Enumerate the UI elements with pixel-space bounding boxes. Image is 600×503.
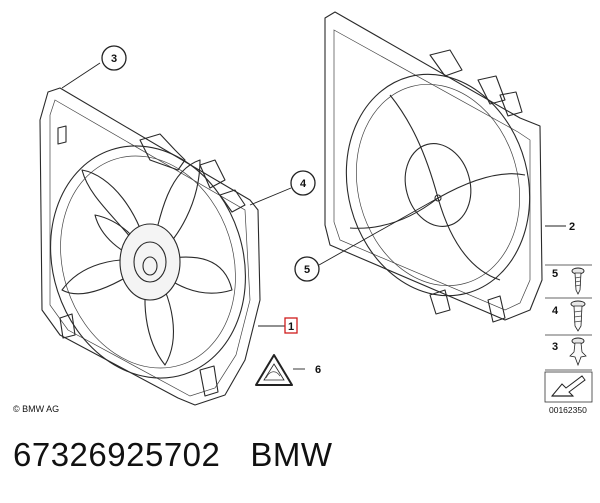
svg-text:2: 2 [569, 221, 575, 233]
fan-shroud-assembly [39, 87, 261, 406]
parts-diagram: 3 4 5 2 1 6 5 4 [39, 11, 593, 406]
brand-name: BMW [250, 436, 333, 473]
warning-label-icon [255, 354, 293, 386]
arrow-symbol-icon [550, 375, 586, 397]
screw-5-icon [571, 267, 585, 295]
diagram-number: 00162350 [549, 405, 587, 415]
callout-4: 4 [290, 170, 316, 196]
copyright-text: © BMW AG [13, 404, 60, 414]
fastener-legend: 5 4 3 [544, 264, 593, 403]
svg-text:6: 6 [315, 364, 321, 376]
fan-frame [324, 11, 543, 323]
legend-label-5: 5 [552, 268, 558, 280]
legend-label-4: 4 [552, 305, 559, 317]
svg-text:5: 5 [304, 264, 310, 276]
callout-1: 1 [284, 317, 298, 334]
svg-text:1: 1 [288, 321, 294, 333]
legend-label-3: 3 [552, 341, 558, 353]
callout-2: 2 [569, 221, 575, 233]
svg-text:4: 4 [300, 178, 307, 190]
clip-3-icon [569, 337, 587, 367]
svg-text:3: 3 [111, 53, 117, 65]
part-number: 67326925702 [13, 436, 221, 473]
callout-6: 6 [315, 364, 321, 376]
callout-3: 3 [101, 45, 127, 71]
callout-5: 5 [294, 256, 320, 282]
screw-4-icon [570, 300, 586, 332]
part-caption: 67326925702 BMW [13, 436, 363, 474]
